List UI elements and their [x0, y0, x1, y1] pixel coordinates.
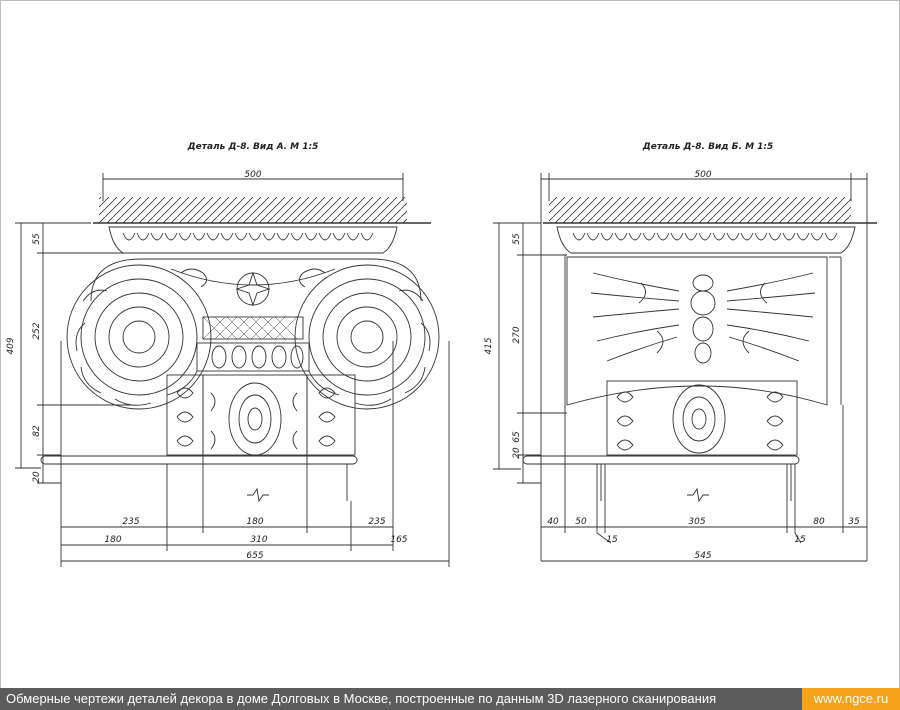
view-b-total: 545 — [694, 551, 711, 561]
view-a-top-width: 500 — [244, 170, 261, 180]
view-b-row1-5: 35 — [848, 517, 860, 527]
view-a-title: Деталь Д-8. Вид А. М 1:5 — [187, 142, 319, 152]
palmette-ornament-b — [672, 384, 726, 454]
view-a-vert-3: 82 — [32, 425, 42, 437]
rosette-star — [235, 271, 271, 307]
view-a-row2-1: 180 — [104, 535, 121, 545]
ceiling-hatch-b — [549, 197, 851, 223]
view-a-row2-2: 310 — [250, 535, 267, 545]
view-b-small-1: 15 — [606, 535, 618, 545]
measured-drawings: Деталь Д-8. Вид А. М 1:5 500 — [6, 142, 877, 567]
view-a: Деталь Д-8. Вид А. М 1:5 500 — [6, 142, 450, 567]
acanthus-leaves — [590, 272, 816, 362]
footer-bar: Обмерные чертежи деталей декора в доме Д… — [0, 688, 900, 710]
view-b-vert-1: 55 — [512, 233, 522, 245]
palmette-ornament — [228, 382, 282, 456]
view-a-vertical-dimensions — [15, 222, 131, 484]
view-b-top-width: 500 — [694, 170, 711, 180]
view-a-bottom-dimensions — [60, 341, 450, 567]
view-b-small-2: 15 — [794, 535, 806, 545]
view-b-row1-4: 80 — [813, 517, 825, 527]
view-a-row1-3: 235 — [368, 517, 385, 527]
view-b-row1-2: 50 — [575, 517, 587, 527]
view-a-row2-3: 165 — [390, 535, 407, 545]
view-b-bottom-dimensions — [541, 255, 867, 562]
drawing-sheet: Деталь Д-8. Вид А. М 1:5 500 — [0, 0, 900, 689]
view-b-vertical-dimensions — [493, 222, 567, 484]
view-b-vert-total: 415 — [484, 337, 494, 354]
view-a-row1-2: 180 — [246, 517, 263, 527]
view-a-row1-1: 235 — [122, 517, 139, 527]
site-link[interactable]: www.ngce.ru — [802, 688, 900, 710]
view-b: Деталь Д-8. Вид Б. М 1:5 500 — [484, 142, 877, 562]
necking — [166, 374, 356, 456]
view-b-vert-3: 65 — [512, 431, 522, 443]
bolster-belt — [690, 274, 716, 364]
left-volute — [66, 264, 212, 410]
view-b-row1-1: 40 — [547, 517, 559, 527]
abacus-b — [556, 226, 856, 254]
right-volute — [294, 264, 440, 410]
view-a-vert-4: 20 — [32, 471, 42, 483]
view-b-vert-2: 270 — [512, 326, 522, 343]
echinus — [196, 342, 310, 372]
view-a-vert-2: 252 — [32, 322, 42, 339]
view-a-vert-1: 55 — [32, 233, 42, 245]
egg-and-dart-band — [122, 232, 374, 241]
ceiling-hatch — [99, 197, 407, 223]
astragal-b — [522, 455, 800, 465]
necking-b — [606, 380, 798, 456]
crosshatch-band — [202, 316, 304, 340]
footer-caption: Обмерные чертежи деталей декора в доме Д… — [6, 691, 717, 706]
view-b-title: Деталь Д-8. Вид Б. М 1:5 — [642, 142, 774, 152]
view-b-vert-4: 20 — [512, 447, 522, 459]
view-b-row1-3: 305 — [688, 517, 705, 527]
view-a-vert-total: 409 — [6, 337, 16, 354]
view-a-total: 655 — [246, 551, 263, 561]
astragal — [40, 455, 358, 465]
abacus — [108, 226, 398, 254]
